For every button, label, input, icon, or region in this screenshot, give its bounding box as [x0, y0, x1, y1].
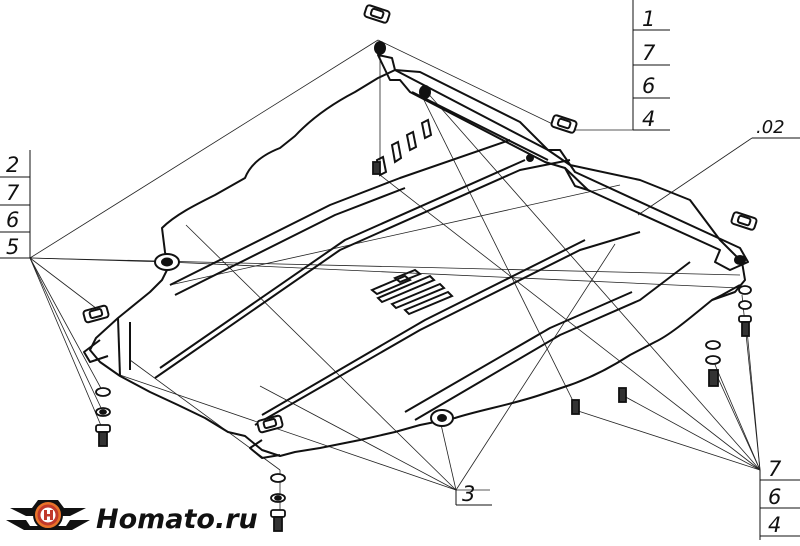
- callout-ref-02: .02: [752, 117, 800, 139]
- callout-label: 7: [6, 181, 20, 205]
- bolt-stack-bottom: [270, 473, 286, 532]
- callout-label: 6: [6, 208, 19, 232]
- bolt-stack-right: [738, 285, 752, 337]
- bolt-under-1: [571, 399, 580, 415]
- clip-nut-top: [363, 4, 391, 24]
- callout-label: 6: [768, 485, 781, 509]
- clip-nut-mid: [550, 114, 578, 134]
- callout-label: 6: [642, 74, 655, 98]
- callout-label: 7: [768, 457, 782, 481]
- callout-label: 5: [6, 235, 19, 259]
- clip-nuts: [82, 4, 758, 434]
- logo-text: Homato.ru: [96, 504, 258, 535]
- bolt-stack-mid-right: [705, 340, 721, 387]
- upper-slots: [375, 118, 433, 177]
- callout-label: 3: [462, 482, 475, 506]
- leader-lines: [29, 39, 761, 520]
- callout-label: .02: [756, 117, 785, 138]
- callout-left: 2 7 6 5: [0, 150, 31, 259]
- callout-bottom-right: 7 6 4: [759, 457, 800, 540]
- logo-emblem-icon: [6, 500, 90, 530]
- callout-label: 4: [768, 513, 781, 537]
- callout-label: 4: [642, 107, 655, 131]
- mount-holes: [154, 41, 746, 427]
- bolt-stacks: [95, 161, 752, 532]
- bolt-stack-left: [95, 387, 111, 447]
- callout-top-right: 1 7 6 4: [632, 0, 670, 131]
- clip-nut-right: [730, 211, 758, 231]
- brand-logo: Homato.ru: [6, 500, 258, 535]
- center-slots: [370, 268, 454, 316]
- callout-label: 1: [642, 7, 655, 31]
- callout-label: 7: [642, 41, 656, 65]
- bolt-under-3: [372, 161, 381, 175]
- callout-label: 2: [6, 153, 19, 177]
- skid-plate: [83, 54, 749, 459]
- bolt-under-2: [618, 387, 627, 403]
- clip-nut-bottom: [256, 414, 284, 434]
- clip-nut-left: [82, 304, 110, 324]
- callout-center-bottom: 3: [455, 482, 492, 506]
